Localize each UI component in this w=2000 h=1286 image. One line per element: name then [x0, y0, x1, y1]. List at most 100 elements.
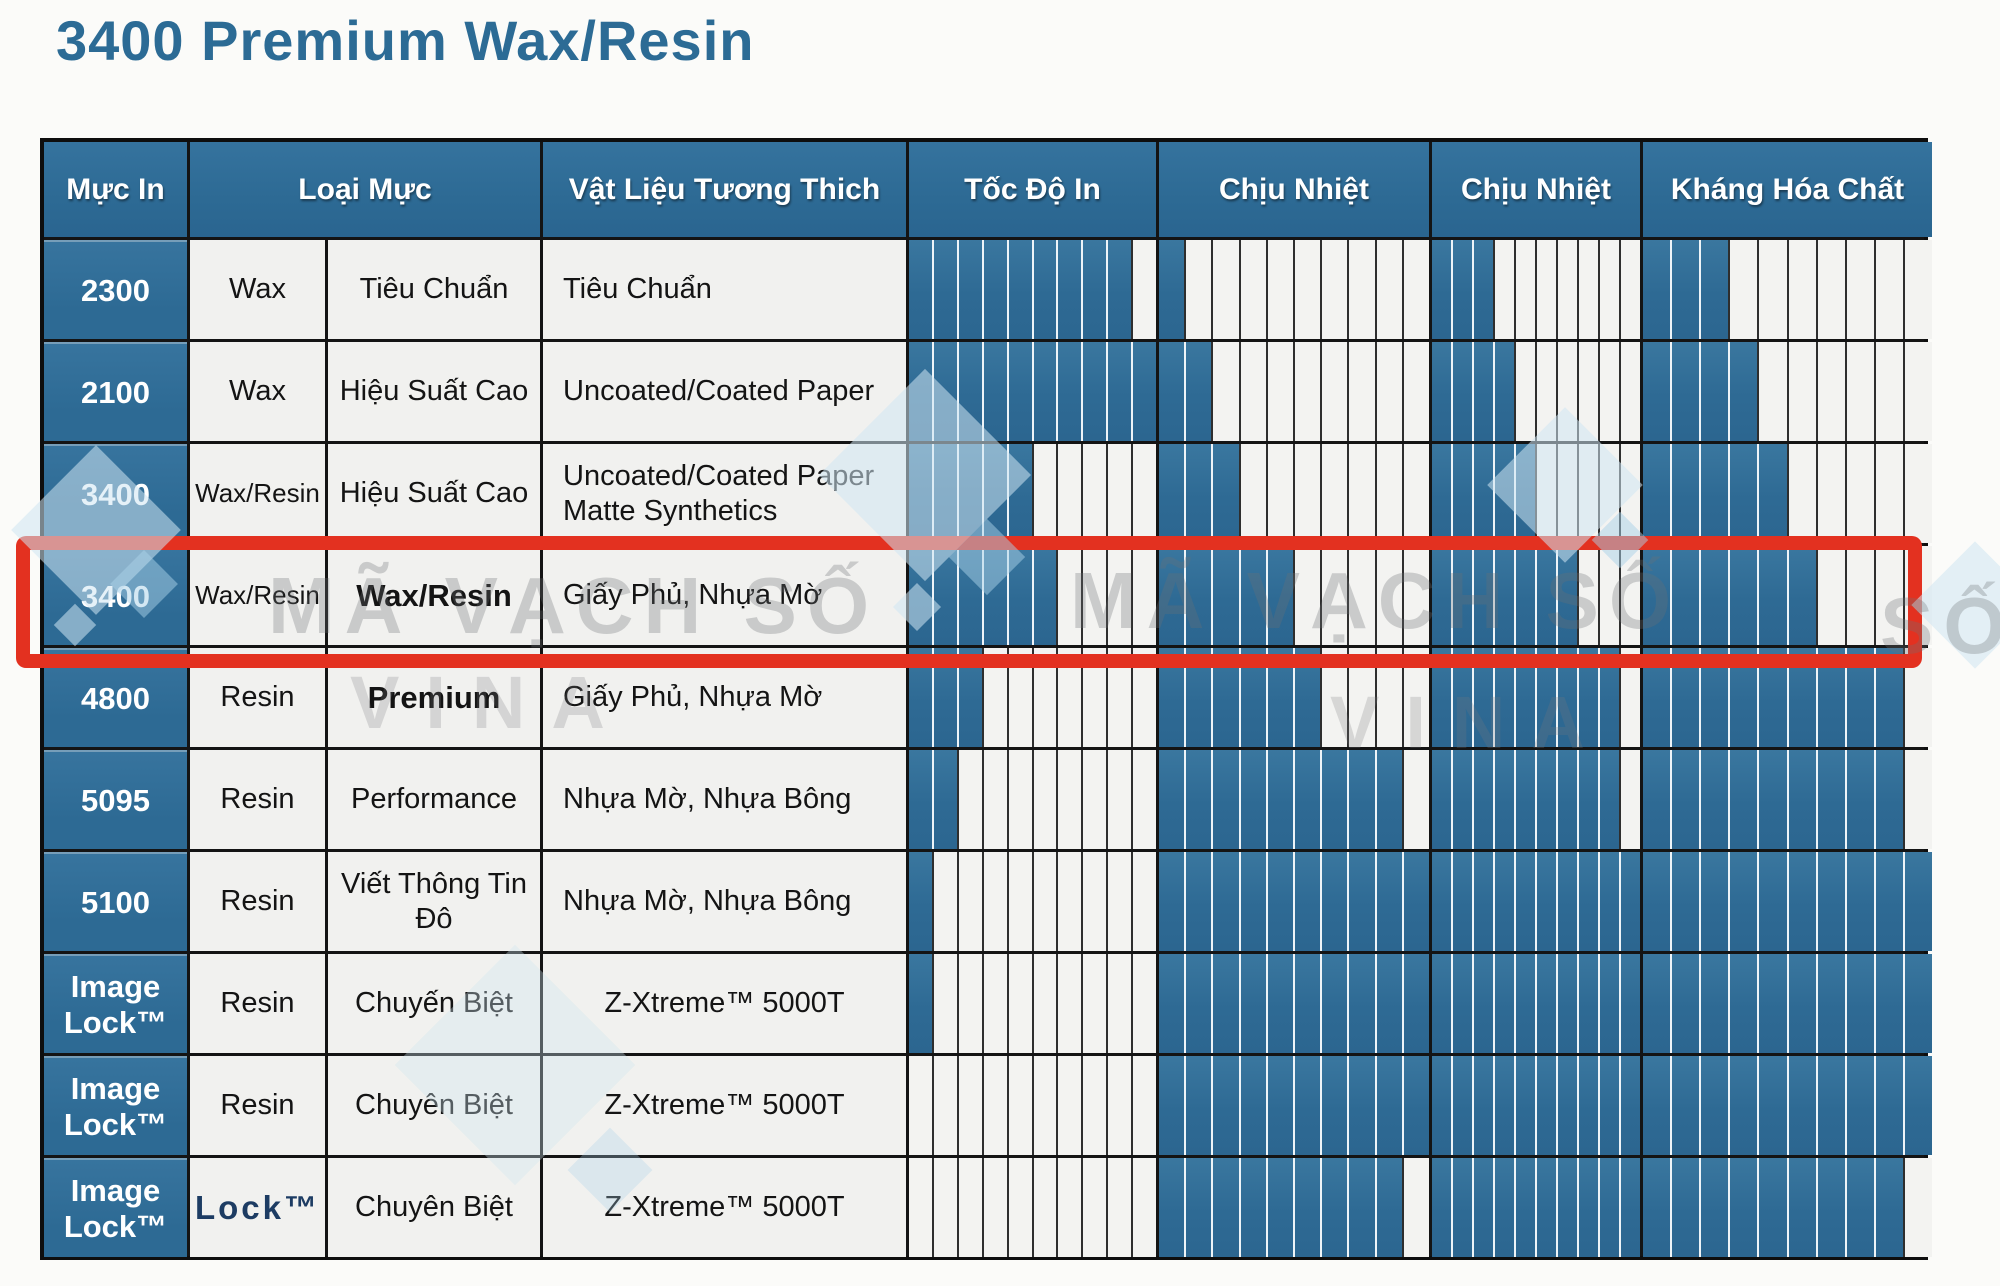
rating-segment-empty [1031, 750, 1057, 849]
rating-segment-filled [1728, 1158, 1758, 1257]
rating-bar-heat-2 [1432, 852, 1640, 951]
rating-segment-filled [908, 954, 932, 1053]
row-model-label: Image Lock™ [44, 1158, 187, 1257]
rating-segment-filled [1374, 954, 1402, 1053]
rating-segment-filled [1577, 1056, 1598, 1155]
rating-segment-filled [1320, 954, 1348, 1053]
rating-segment-empty [1056, 852, 1082, 951]
rating-bar-heat-1 [1158, 750, 1430, 849]
rating-segment-empty [1184, 240, 1212, 339]
rating-segment-filled [1493, 954, 1514, 1053]
rating-segment-filled [1728, 954, 1758, 1053]
rating-bar-heat-1 [1158, 342, 1430, 441]
rating-segment-empty [1081, 954, 1107, 1053]
rating-segment-filled [981, 240, 1007, 339]
rating-segment-filled [1728, 852, 1758, 951]
rating-segment-empty [1081, 444, 1107, 543]
rating-segment-empty [1619, 750, 1640, 849]
rating-segment-filled [1670, 1056, 1700, 1155]
rating-segment-filled [1556, 1056, 1577, 1155]
row-ink-type: Resin [190, 1056, 325, 1155]
rating-segment-filled [1619, 954, 1640, 1053]
rating-segment-filled [1577, 1158, 1598, 1257]
rating-segment-filled [908, 240, 932, 339]
rating-segment-filled [1670, 750, 1700, 849]
rating-segment-empty [956, 852, 982, 951]
row-material: Nhựa Mờ, Nhựa Bông [543, 852, 906, 951]
row-material: Uncoated/Coated Paper [543, 342, 906, 441]
rating-segment-empty [1598, 240, 1619, 339]
rating-segment-empty [1293, 240, 1321, 339]
rating-segment-filled [1493, 546, 1514, 645]
rating-bar-print-speed [908, 1158, 1157, 1257]
rating-segment-empty [1081, 546, 1107, 645]
rating-segment-filled [1493, 342, 1514, 441]
rating-segment-filled [1493, 750, 1514, 849]
rating-segment-filled [981, 342, 1007, 441]
rating-segment-filled [1728, 750, 1758, 849]
rating-segment-filled [1699, 1158, 1729, 1257]
rating-segment-filled [1265, 1158, 1293, 1257]
rating-bar-chemical [1643, 852, 1932, 951]
rating-segment-empty [1619, 444, 1640, 543]
rating-segment-filled [1184, 954, 1212, 1053]
rating-segment-filled [1493, 1158, 1514, 1257]
rating-segment-filled [1643, 954, 1671, 1053]
rating-segment-filled [1643, 342, 1671, 441]
rating-segment-filled [1184, 342, 1212, 441]
rating-segment-empty [1598, 342, 1619, 441]
rating-segment-empty [1902, 444, 1932, 543]
rating-bar-chemical [1643, 240, 1932, 339]
rating-segment-empty [1031, 1056, 1057, 1155]
rating-segment-empty [1293, 444, 1321, 543]
rating-segment-filled [1211, 750, 1239, 849]
rating-segment-filled [1238, 546, 1266, 645]
row-ink-type: Wax [190, 342, 325, 441]
rating-segment-filled [1514, 648, 1535, 747]
rating-segment-filled [1598, 1056, 1619, 1155]
rating-segment-empty [1031, 444, 1057, 543]
rating-segment-filled [1757, 1158, 1787, 1257]
rating-segment-empty [1211, 240, 1239, 339]
rating-segment-filled [1873, 954, 1903, 1053]
rating-segment-empty [1577, 444, 1598, 543]
rating-segment-empty [1320, 444, 1348, 543]
rating-segment-empty [1320, 342, 1348, 441]
rating-segment-filled [1184, 1056, 1212, 1155]
rating-segment-filled [1728, 546, 1758, 645]
rating-segment-empty [1873, 240, 1903, 339]
rating-segment-filled [1643, 1158, 1671, 1257]
rating-segment-filled [931, 750, 957, 849]
rating-segment-empty [1815, 342, 1845, 441]
rating-segment-empty [981, 1056, 1007, 1155]
rating-segment-filled [1619, 1056, 1640, 1155]
row-model-label: 2100 [44, 342, 187, 441]
rating-segment-filled [1699, 954, 1729, 1053]
rating-segment-filled [1238, 1056, 1266, 1155]
row-model-label: Image Lock™ [44, 1056, 187, 1155]
lock-logo: Lock™ [190, 1158, 325, 1257]
rating-bar-print-speed [908, 342, 1157, 441]
rating-segment-empty [1514, 342, 1535, 441]
rating-segment-empty [1902, 1158, 1932, 1257]
rating-segment-filled [1347, 852, 1375, 951]
rating-segment-filled [1293, 954, 1321, 1053]
rating-segment-filled [1643, 750, 1671, 849]
rating-segment-filled [1535, 546, 1556, 645]
rating-segment-filled [1577, 750, 1598, 849]
rating-segment-filled [1158, 240, 1185, 339]
rating-segment-filled [1670, 444, 1700, 543]
row-model-label: 5095 [44, 750, 187, 849]
row-material: Z-Xtreme™ 5000T [543, 1158, 906, 1257]
rating-bar-heat-1 [1158, 444, 1430, 543]
rating-segment-empty [1873, 546, 1903, 645]
rating-segment-filled [931, 342, 957, 441]
rating-segment-empty [1106, 1158, 1132, 1257]
row-material: Nhựa Mờ, Nhựa Bông [543, 750, 906, 849]
rating-segment-filled [1556, 546, 1577, 645]
rating-segment-filled [1757, 444, 1787, 543]
rating-bar-heat-2 [1432, 954, 1640, 1053]
rating-segment-filled [1451, 342, 1472, 441]
rating-bar-heat-1 [1158, 852, 1430, 951]
rating-segment-empty [1238, 240, 1266, 339]
